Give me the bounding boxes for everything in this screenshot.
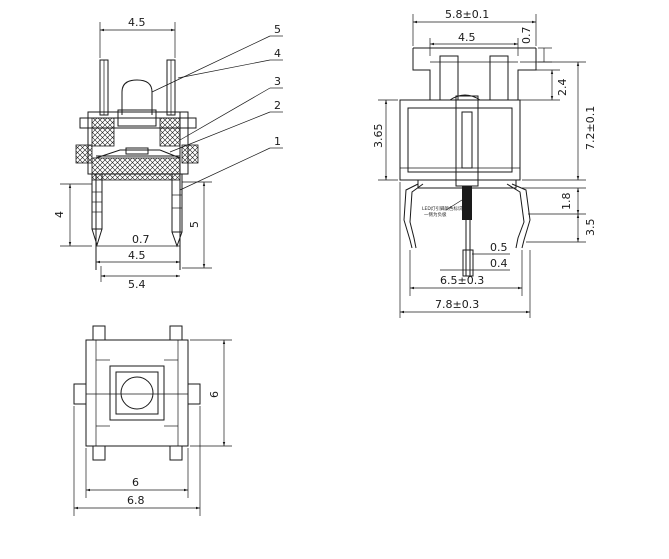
callout-leaders <box>151 35 283 191</box>
note-line-2: 一侧为负极 <box>424 211 447 218</box>
dim-label: 7.8±0.3 <box>435 298 479 311</box>
side-dim-overall-span: 7.8±0.3 <box>399 182 531 318</box>
dim-label: 0.7 <box>132 233 150 246</box>
side-dim-total-height: 7.2±0.1 <box>522 61 597 181</box>
dim-label: 5 <box>188 221 201 228</box>
dim-label: 3.5 <box>584 219 597 237</box>
dim-label: 4.5 <box>128 16 146 29</box>
note-line-1: LED灯引脚颜色标识 <box>422 205 463 212</box>
front-view: 4.5 0.7 4.5 5.4 4 5 <box>53 16 283 291</box>
dim-label: 0.5 <box>490 241 508 254</box>
callout-1: 1 <box>274 135 281 148</box>
front-dim-inner-spacing: 4.5 <box>96 249 180 264</box>
dim-label: 6.8 <box>127 494 145 507</box>
side-dim-body-height: 3.65 <box>372 99 398 181</box>
dim-label: 4.5 <box>458 31 476 44</box>
front-dim-pin-length-right: 5 <box>182 181 212 269</box>
callout-5: 5 <box>274 23 281 36</box>
side-dim-lead-width-2: 0.4 <box>440 257 510 271</box>
side-view: LED灯引脚颜色标识 一侧为负极 5.8±0.1 4.5 0.7 2.4 <box>372 8 597 318</box>
dim-label: 6 <box>132 476 139 489</box>
front-dim-overall-width: 5.4 <box>100 266 180 291</box>
front-dim-top-width: 4.5 <box>99 16 176 58</box>
dim-label: 4.5 <box>128 249 146 262</box>
callout-3: 3 <box>274 75 281 88</box>
dim-label: 3.65 <box>372 124 385 149</box>
dim-label: 7.2±0.1 <box>584 106 597 150</box>
side-dim-lead-span: 6.5±0.3 <box>409 250 523 296</box>
side-dim-top-width: 5.8±0.1 <box>412 8 537 46</box>
front-dim-pin-length-left: 4 <box>53 183 92 247</box>
dim-label: 6 <box>208 391 221 398</box>
callout-4: 4 <box>274 47 281 60</box>
dim-label: 1.8 <box>560 193 573 211</box>
dim-label: 6.5±0.3 <box>440 274 484 287</box>
callout-2: 2 <box>274 99 281 112</box>
bottom-view: 6 6 6.8 <box>73 325 232 516</box>
front-dim-pin-width: 0.7 <box>96 233 180 247</box>
side-dim-lead-length: 3.5 <box>526 214 597 243</box>
dim-label: 4 <box>53 211 66 218</box>
side-dim-lead-width-1: 0.5 <box>472 241 510 255</box>
bottom-dim-height: 6 <box>190 339 232 447</box>
side-dim-standoff: 1.8 <box>522 187 586 215</box>
dim-label: 0.7 <box>520 27 533 45</box>
dim-label: 5.8±0.1 <box>445 8 489 21</box>
side-dim-step: 0.7 <box>520 27 552 63</box>
bottom-dim-width-outer: 6.8 <box>73 406 201 516</box>
bottom-dim-width-inner: 6 <box>85 448 189 498</box>
side-dim-cap-height: 2.4 <box>520 69 569 101</box>
side-dim-inner-top: 4.5 <box>429 31 519 56</box>
dim-label: 5.4 <box>128 278 146 291</box>
dim-label: 2.4 <box>556 79 569 97</box>
dim-label: 0.4 <box>490 257 508 270</box>
